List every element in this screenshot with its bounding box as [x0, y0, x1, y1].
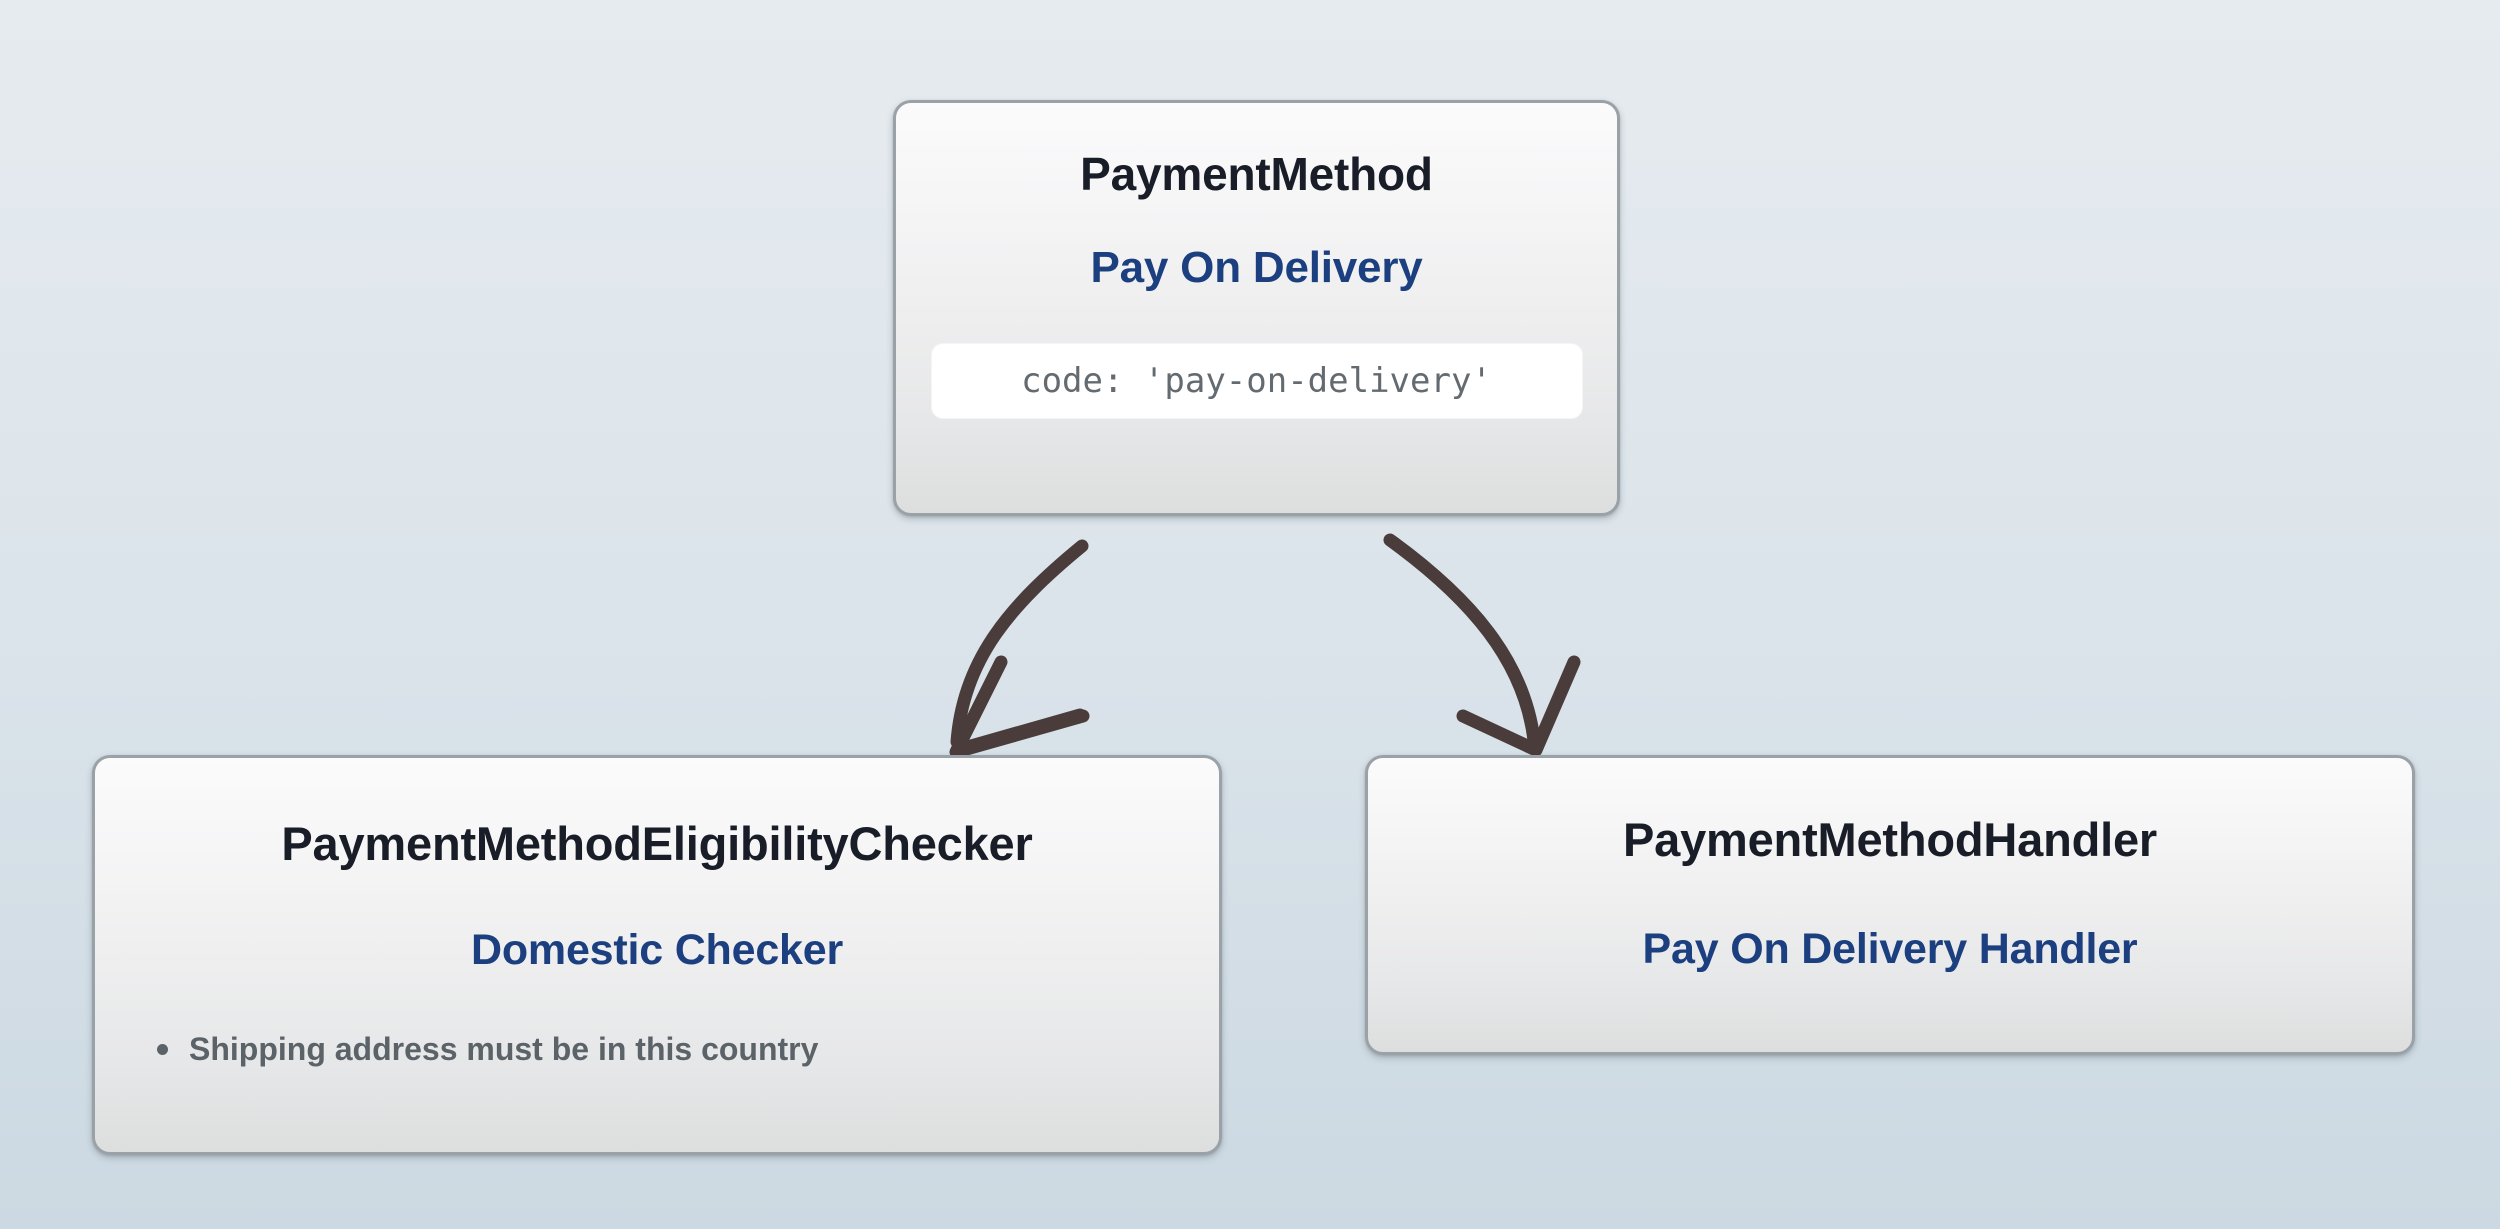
- node-eligibility-checker-name: Domestic Checker: [470, 926, 844, 974]
- node-payment-method-code-chip: code: 'pay-on-delivery': [930, 343, 1583, 419]
- node-payment-method-type: PaymentMethod: [1080, 148, 1433, 200]
- edge-to-payment-handler-arrow: [1383, 533, 1581, 757]
- node-eligibility-checker-bullet-list: Shipping address must be in this country: [121, 1029, 1193, 1069]
- node-payment-method-name: Pay On Delivery: [1090, 243, 1423, 292]
- node-payment-method[interactable]: PaymentMethod Pay On Delivery code: 'pay…: [893, 100, 1620, 516]
- node-payment-method-eligibility-checker[interactable]: PaymentMethodEligibilityChecker Domestic…: [92, 755, 1222, 1155]
- node-eligibility-checker-type: PaymentMethodEligibilityChecker: [281, 817, 1033, 870]
- edge-to-eligibility-checker-arrow: [949, 539, 1090, 759]
- node-payment-handler-name: Pay On Delivery Handler: [1642, 925, 2138, 973]
- bullet-dot-icon: [157, 1044, 168, 1055]
- bullet-text: Shipping address must be in this country: [189, 1031, 819, 1067]
- list-item: Shipping address must be in this country: [157, 1029, 1193, 1069]
- node-payment-handler-type: PaymentMethodHandler: [1623, 813, 2157, 866]
- node-payment-method-handler[interactable]: PaymentMethodHandler Pay On Delivery Han…: [1365, 755, 2415, 1055]
